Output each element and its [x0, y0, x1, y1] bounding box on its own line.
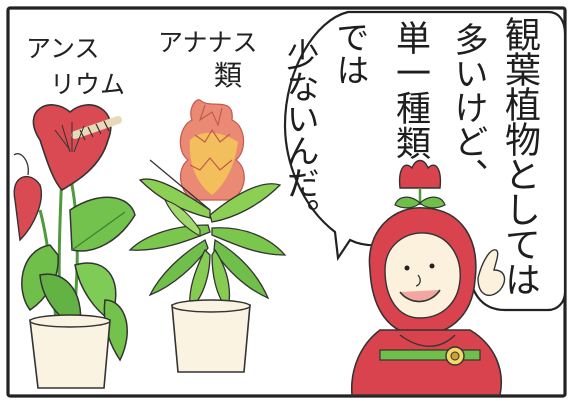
- speech-text-col4: では: [331, 20, 370, 86]
- speech-text-col2: 多いけど、: [448, 22, 488, 192]
- speech-text-col5: 少ないんだ。: [281, 38, 320, 230]
- speech-text-col1: 観葉植物としては: [499, 16, 540, 296]
- speech-text-col3: 単一種類: [390, 20, 430, 160]
- ananas-label-line1: アナナス: [158, 28, 258, 57]
- ananas-label-line2: 類: [214, 59, 243, 92]
- anthurium-label-line1: アンス: [26, 34, 100, 63]
- anthurium-plant-illustration: [13, 104, 136, 389]
- tulip-mascot-illustration: [350, 159, 506, 396]
- anthurium-label-line2: リウム: [50, 70, 126, 99]
- ananas-plant-illustration: [128, 99, 287, 373]
